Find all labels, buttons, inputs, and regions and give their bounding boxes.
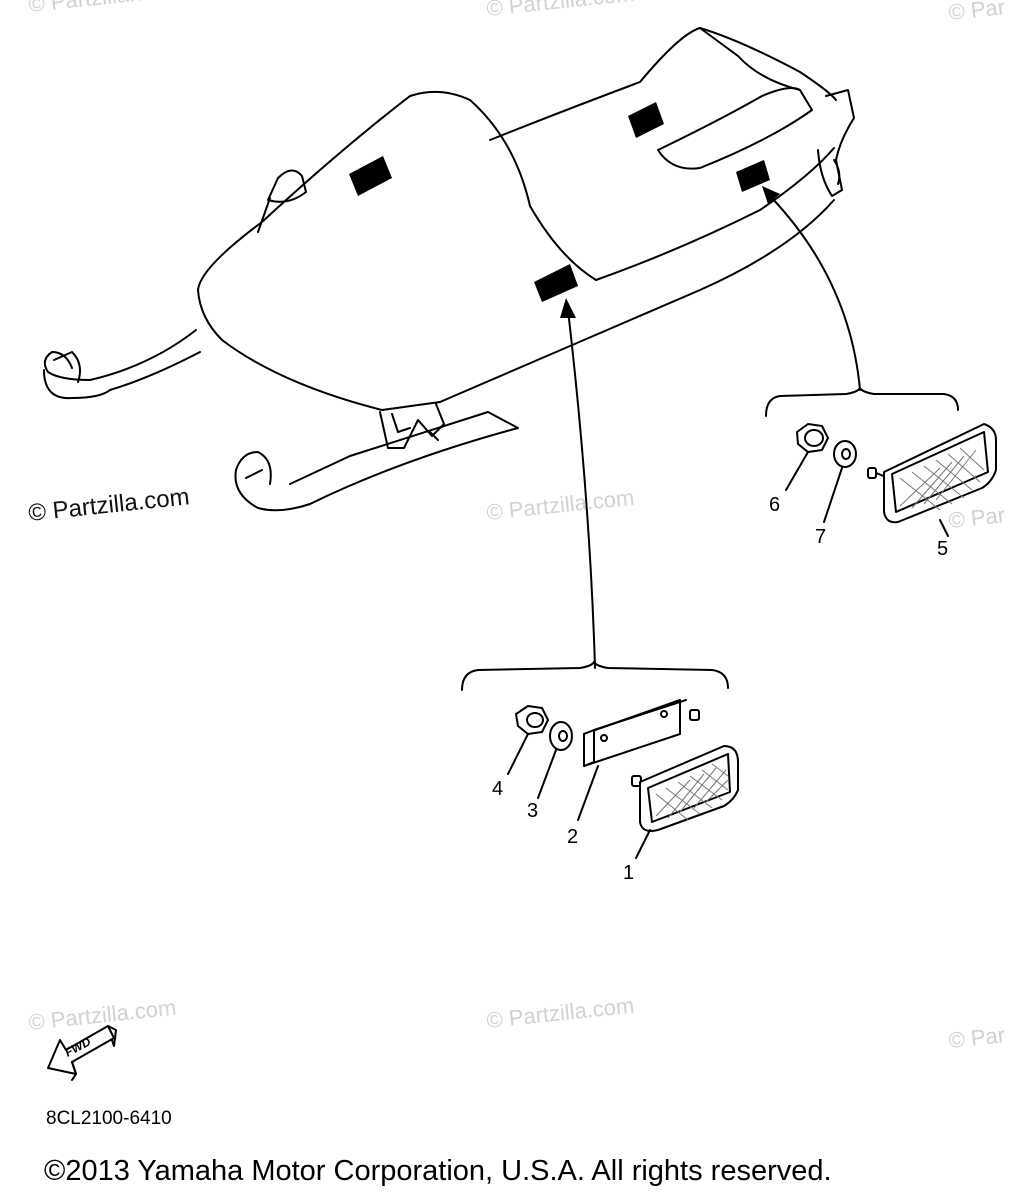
reflector-patch <box>349 156 392 196</box>
callout-label: 2 <box>567 826 579 848</box>
part-6-nut <box>796 423 829 453</box>
part-code: 8CL2100-6410 <box>46 1108 172 1129</box>
callout-label: 1 <box>623 862 635 884</box>
copyright-text: ©2013 Yamaha Motor Corporation, U.S.A. A… <box>44 1155 832 1187</box>
callout-label: 5 <box>937 538 949 560</box>
callout-label: 7 <box>815 526 827 548</box>
part-1-reflector <box>631 709 739 832</box>
leader-arrow-rear <box>769 195 861 391</box>
reflector-patch <box>736 160 770 192</box>
fwd-arrow-icon <box>47 1025 117 1081</box>
group-bracket-front <box>461 661 729 691</box>
callout-label: 3 <box>527 800 539 822</box>
group-bracket-rear <box>765 387 959 417</box>
reflector-patch <box>534 264 578 302</box>
callout-label: 4 <box>492 778 504 800</box>
leader-arrow-front <box>567 309 596 669</box>
part-4-nut <box>515 705 549 735</box>
callout-label: 6 <box>769 494 781 516</box>
part-3-washer <box>549 721 573 751</box>
snowmobile-illustration <box>43 27 855 512</box>
part-5-reflector <box>867 423 997 524</box>
part-2-plate <box>583 699 687 767</box>
part-7-washer <box>833 440 857 468</box>
reflector-patch <box>628 102 664 138</box>
